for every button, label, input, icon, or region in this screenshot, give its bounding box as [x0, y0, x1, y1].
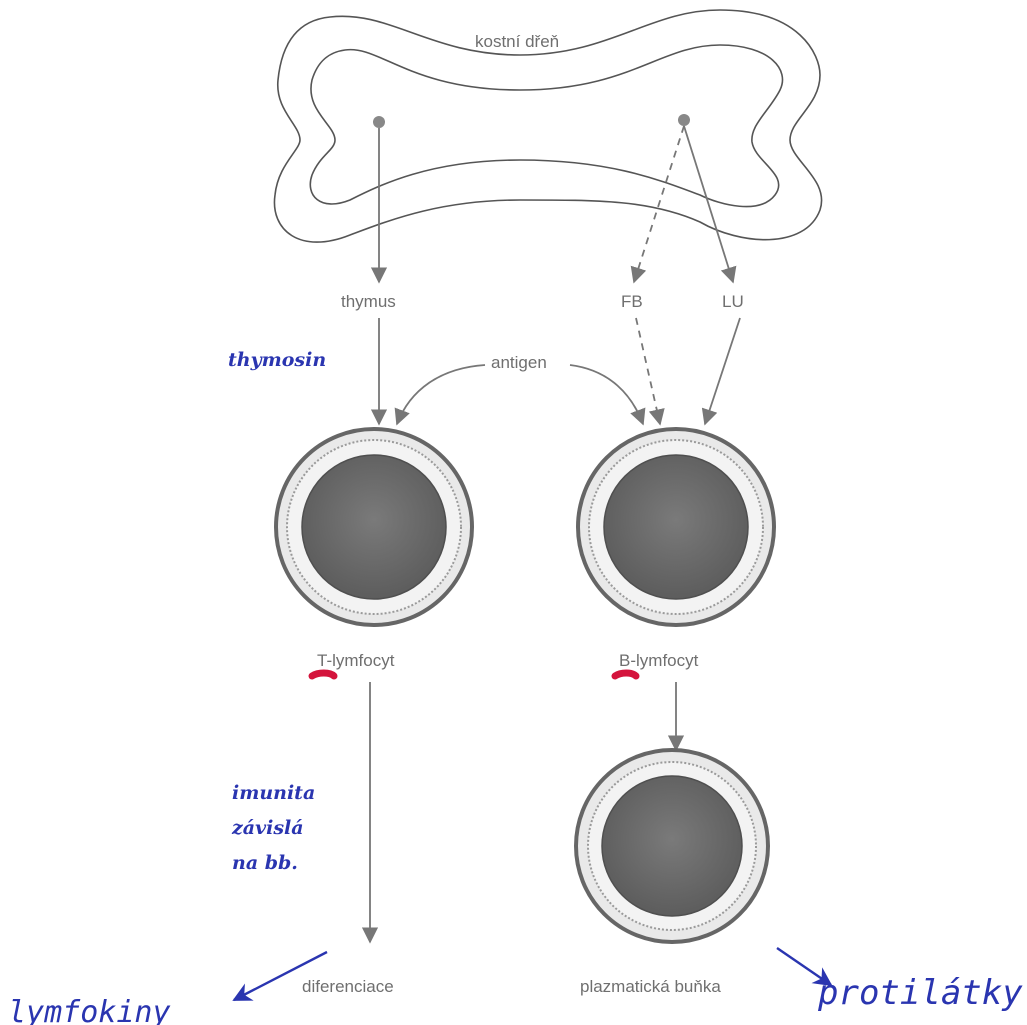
thymus-label: thymus — [341, 292, 396, 311]
t-lymphocyte-label: T-lymfocyt — [317, 651, 395, 670]
plasma-cell-label: plazmatická buňka — [580, 977, 721, 996]
plasma-cell — [576, 750, 768, 942]
b-lymphocyte-label: B-lymfocyt — [619, 651, 699, 670]
arrow-antigen-bcell — [570, 365, 643, 424]
stem-cell-left — [373, 116, 385, 128]
handwritten-immunity-line3: na bb. — [232, 852, 298, 874]
b-lymphocyte-cell — [578, 429, 774, 625]
arrow-antigen-tcell — [397, 365, 485, 424]
lu-label: LU — [722, 292, 744, 311]
arrow-marrow-fb — [634, 126, 684, 282]
red-marker-t — [312, 673, 334, 676]
red-marker-b — [615, 673, 636, 676]
handwritten-thymosin: thymosin — [228, 349, 326, 371]
arrow-fb-bcell — [636, 318, 660, 424]
handwritten-immunity-line1: imunita — [232, 782, 315, 804]
antigen-label: antigen — [491, 353, 547, 372]
t-lymphocyte-cell — [276, 429, 472, 625]
arrow-lu-bcell — [705, 318, 740, 424]
differentiation-label: diferenciace — [302, 977, 394, 996]
handwritten-immunity-line2: závislá — [231, 817, 304, 839]
fb-label: FB — [621, 292, 643, 311]
handwritten-antibodies: protilátky — [817, 973, 1023, 1013]
stem-cell-right — [678, 114, 690, 126]
bone-marrow-label: kostní dřeň — [475, 32, 559, 51]
handwritten-lymphokines: lymfokiny — [8, 995, 171, 1025]
